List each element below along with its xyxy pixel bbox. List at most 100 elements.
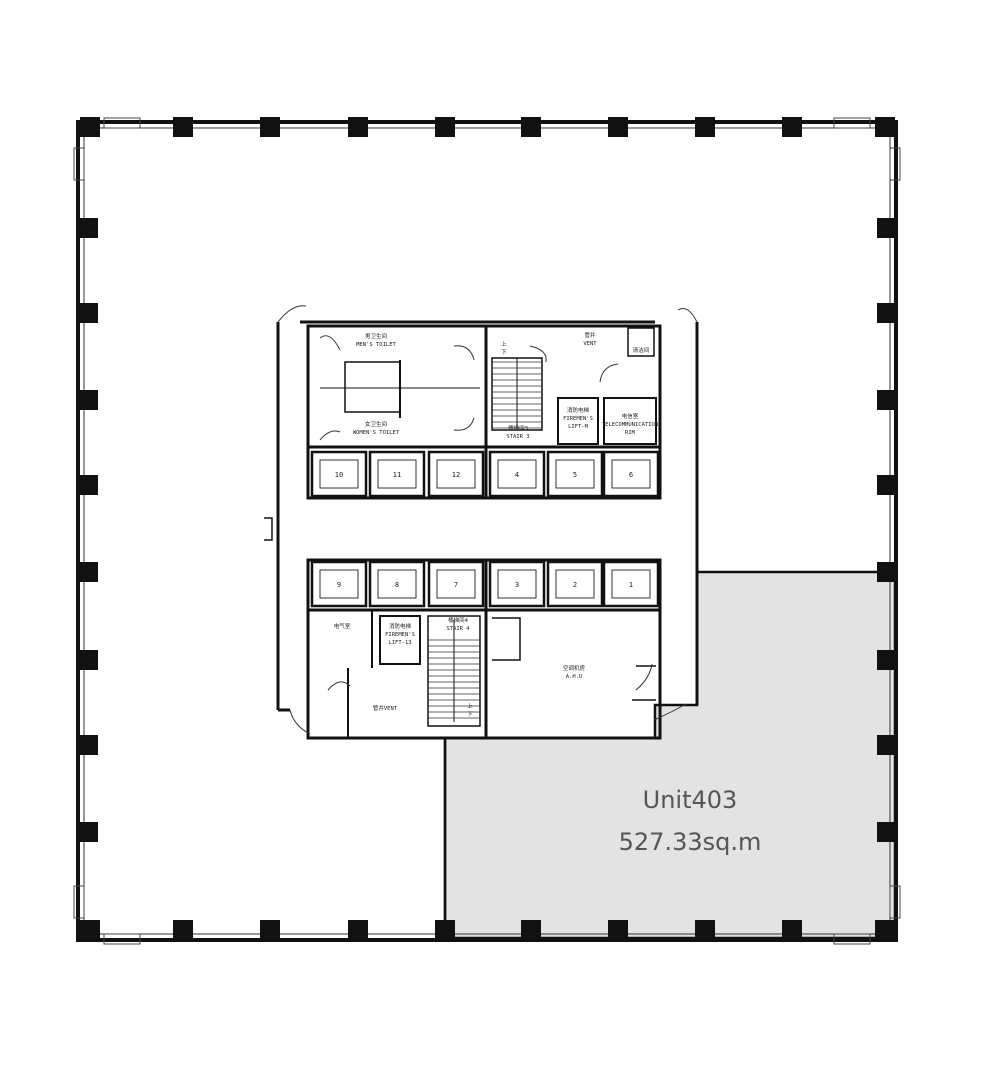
lift-shaft — [546, 450, 604, 498]
ahu-label-cn: 空调机房 — [563, 664, 586, 672]
column — [875, 117, 895, 137]
lift-car — [555, 459, 595, 489]
lift-shaft — [488, 560, 546, 608]
column — [695, 920, 715, 940]
ahu-label-en: A.H.U — [566, 674, 583, 680]
vent2-label: 管井VENT — [373, 704, 398, 712]
column — [78, 822, 98, 842]
lift-number: 3 — [515, 581, 519, 589]
column — [521, 117, 541, 137]
lift-shaft — [602, 560, 660, 608]
stair-b-down: 下 — [467, 711, 473, 718]
column — [78, 735, 98, 755]
core — [264, 320, 699, 740]
lift-number: 12 — [452, 471, 460, 479]
lift-shaft — [546, 560, 604, 608]
lift-shaft — [427, 560, 485, 608]
lift-shaft — [368, 560, 426, 608]
lift-car — [611, 459, 651, 489]
column — [260, 117, 280, 137]
column — [782, 920, 802, 940]
stair-a-down: 下 — [501, 349, 507, 356]
lift-shaft — [427, 450, 485, 498]
column — [877, 475, 897, 495]
lift-car — [436, 459, 476, 489]
column — [877, 303, 897, 323]
electric-room-label: 电气室 — [334, 622, 351, 630]
column — [78, 475, 98, 495]
mens-toilet-label-en: MEN'S TOILET — [356, 342, 396, 348]
lift-number: 7 — [454, 581, 458, 589]
stair-b-label-cn: 楼梯间4 — [448, 616, 469, 624]
outer-wall — [76, 120, 898, 942]
lift-shaft — [310, 450, 368, 498]
stair-treads — [428, 361, 542, 719]
outer-wall-inner — [83, 127, 891, 935]
column — [608, 117, 628, 137]
structural-columns — [78, 117, 897, 940]
column — [877, 735, 897, 755]
lift-car — [497, 459, 537, 489]
unit-name-label: Unit403 — [642, 786, 738, 814]
stair-a-label-en: STAIR 3 — [506, 434, 529, 440]
fire-lift-b-label-cn: 消防电梯 — [389, 622, 412, 630]
lift-number: 1 — [629, 581, 633, 589]
column — [877, 218, 897, 238]
column — [78, 303, 98, 323]
column — [78, 562, 98, 582]
telecom-label-cn: 电信室 — [622, 412, 639, 420]
mens-toilet-label-cn: 男卫生间 — [365, 332, 387, 340]
lift-car — [319, 459, 359, 489]
fire-lift-a-label-cn: 消防电梯 — [567, 406, 590, 414]
column — [877, 822, 897, 842]
column — [78, 390, 98, 410]
corner-details — [73, 117, 901, 945]
lift-shaft — [602, 450, 660, 498]
column — [877, 650, 897, 670]
stair-b-up: 上 — [467, 702, 473, 710]
lift-number: 4 — [515, 471, 519, 479]
column — [608, 920, 628, 940]
lift-car — [611, 569, 651, 599]
cleaning-room-label: 清洁间 — [633, 346, 650, 354]
unit-area-label: 527.33sq.m — [618, 828, 762, 856]
column — [435, 117, 455, 137]
unit-403-area[interactable] — [443, 570, 897, 940]
door-swings — [277, 305, 698, 735]
lift-number: 6 — [629, 471, 633, 479]
column — [782, 117, 802, 137]
column — [173, 920, 193, 940]
vent-label-cn: 管井 — [584, 331, 596, 339]
lift-shaft — [368, 450, 426, 498]
vent-label-en: VENT — [583, 341, 597, 347]
fire-lift-a-label-en1: FIREMEN'S — [563, 416, 593, 422]
column — [348, 920, 368, 940]
column — [78, 650, 98, 670]
stair-b-label-en: STAIR 4 — [446, 626, 470, 632]
column — [173, 117, 193, 137]
lift-car — [497, 569, 537, 599]
fire-lift-b-label-en1: FIREMEN'S — [385, 632, 415, 638]
lift-number: 11 — [393, 471, 401, 479]
womens-toilet-label-en: WOMEN'S TOILET — [353, 430, 400, 436]
telecom-label-en1: TELECOMMUNICATION — [602, 422, 658, 428]
womens-toilet-label-cn: 女卫生间 — [365, 420, 387, 428]
lift-shaft — [310, 560, 368, 608]
lift-number: 10 — [335, 471, 343, 479]
telecom-label-en2: RIM — [625, 430, 636, 436]
lift-car — [377, 569, 417, 599]
fire-lift-a-label-en2: LIFT-M — [568, 424, 589, 430]
column — [348, 117, 368, 137]
column — [80, 117, 100, 137]
lift-car — [436, 569, 476, 599]
lift-number: 5 — [573, 471, 577, 479]
lift-car — [319, 569, 359, 599]
lift-number: 2 — [573, 581, 577, 589]
fire-lift-b-label-en2: LIFT-13 — [388, 640, 411, 646]
lift-car — [555, 569, 595, 599]
column — [877, 562, 897, 582]
column — [260, 920, 280, 940]
column — [695, 117, 715, 137]
